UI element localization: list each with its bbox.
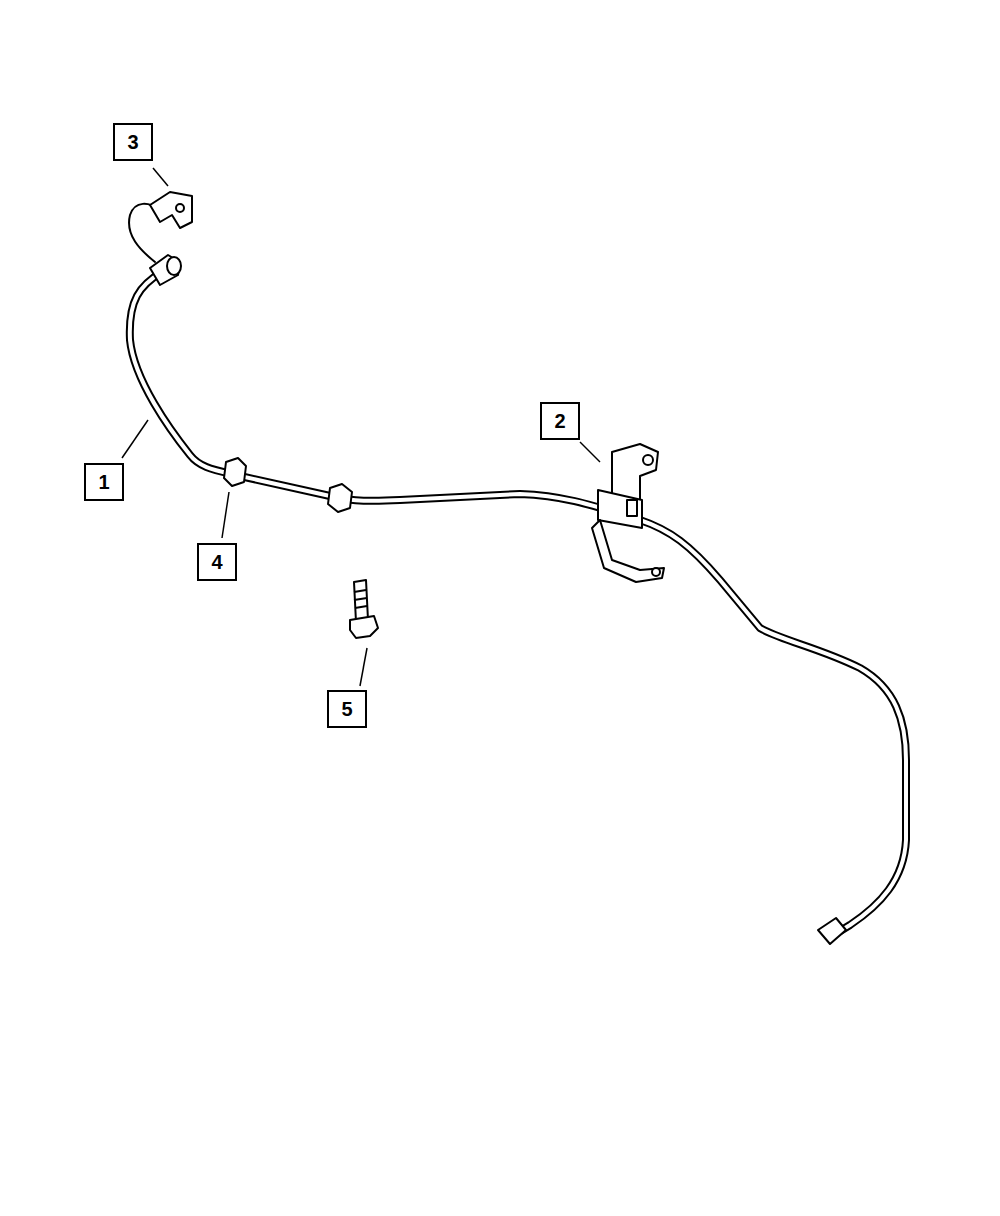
callout-number: 5 <box>341 699 352 719</box>
bracket-hole <box>176 204 184 212</box>
cable-clip <box>224 458 246 486</box>
leader-line <box>153 168 168 186</box>
cable-connector <box>818 918 846 944</box>
callout-number: 2 <box>554 411 565 431</box>
cable-inner <box>130 272 906 936</box>
leader-line <box>360 648 367 686</box>
bracket-tab <box>627 500 637 516</box>
callout-box: 2 <box>540 402 580 440</box>
bracket-hole <box>643 455 653 465</box>
bolt-head <box>350 616 378 638</box>
sensor-bracket <box>150 192 192 228</box>
leader-line <box>122 420 148 458</box>
leader-line <box>580 442 600 462</box>
bracket-arm <box>592 520 664 582</box>
cable-clip <box>328 484 352 512</box>
callout-box: 4 <box>197 543 237 581</box>
callout-box: 5 <box>327 690 367 728</box>
callout-number: 4 <box>211 552 222 572</box>
bracket-plate <box>598 490 642 528</box>
callout-number: 1 <box>98 472 109 492</box>
sensor-tip <box>167 257 181 275</box>
sensor-body <box>150 255 180 285</box>
callout-box: 3 <box>113 123 153 161</box>
sensor-cable <box>130 272 906 936</box>
bolt-shank <box>354 580 368 622</box>
bracket-hole <box>652 568 660 576</box>
callout-number: 3 <box>127 132 138 152</box>
leader-line <box>222 492 229 538</box>
callout-box: 1 <box>84 463 124 501</box>
bolt-thread <box>354 590 367 608</box>
